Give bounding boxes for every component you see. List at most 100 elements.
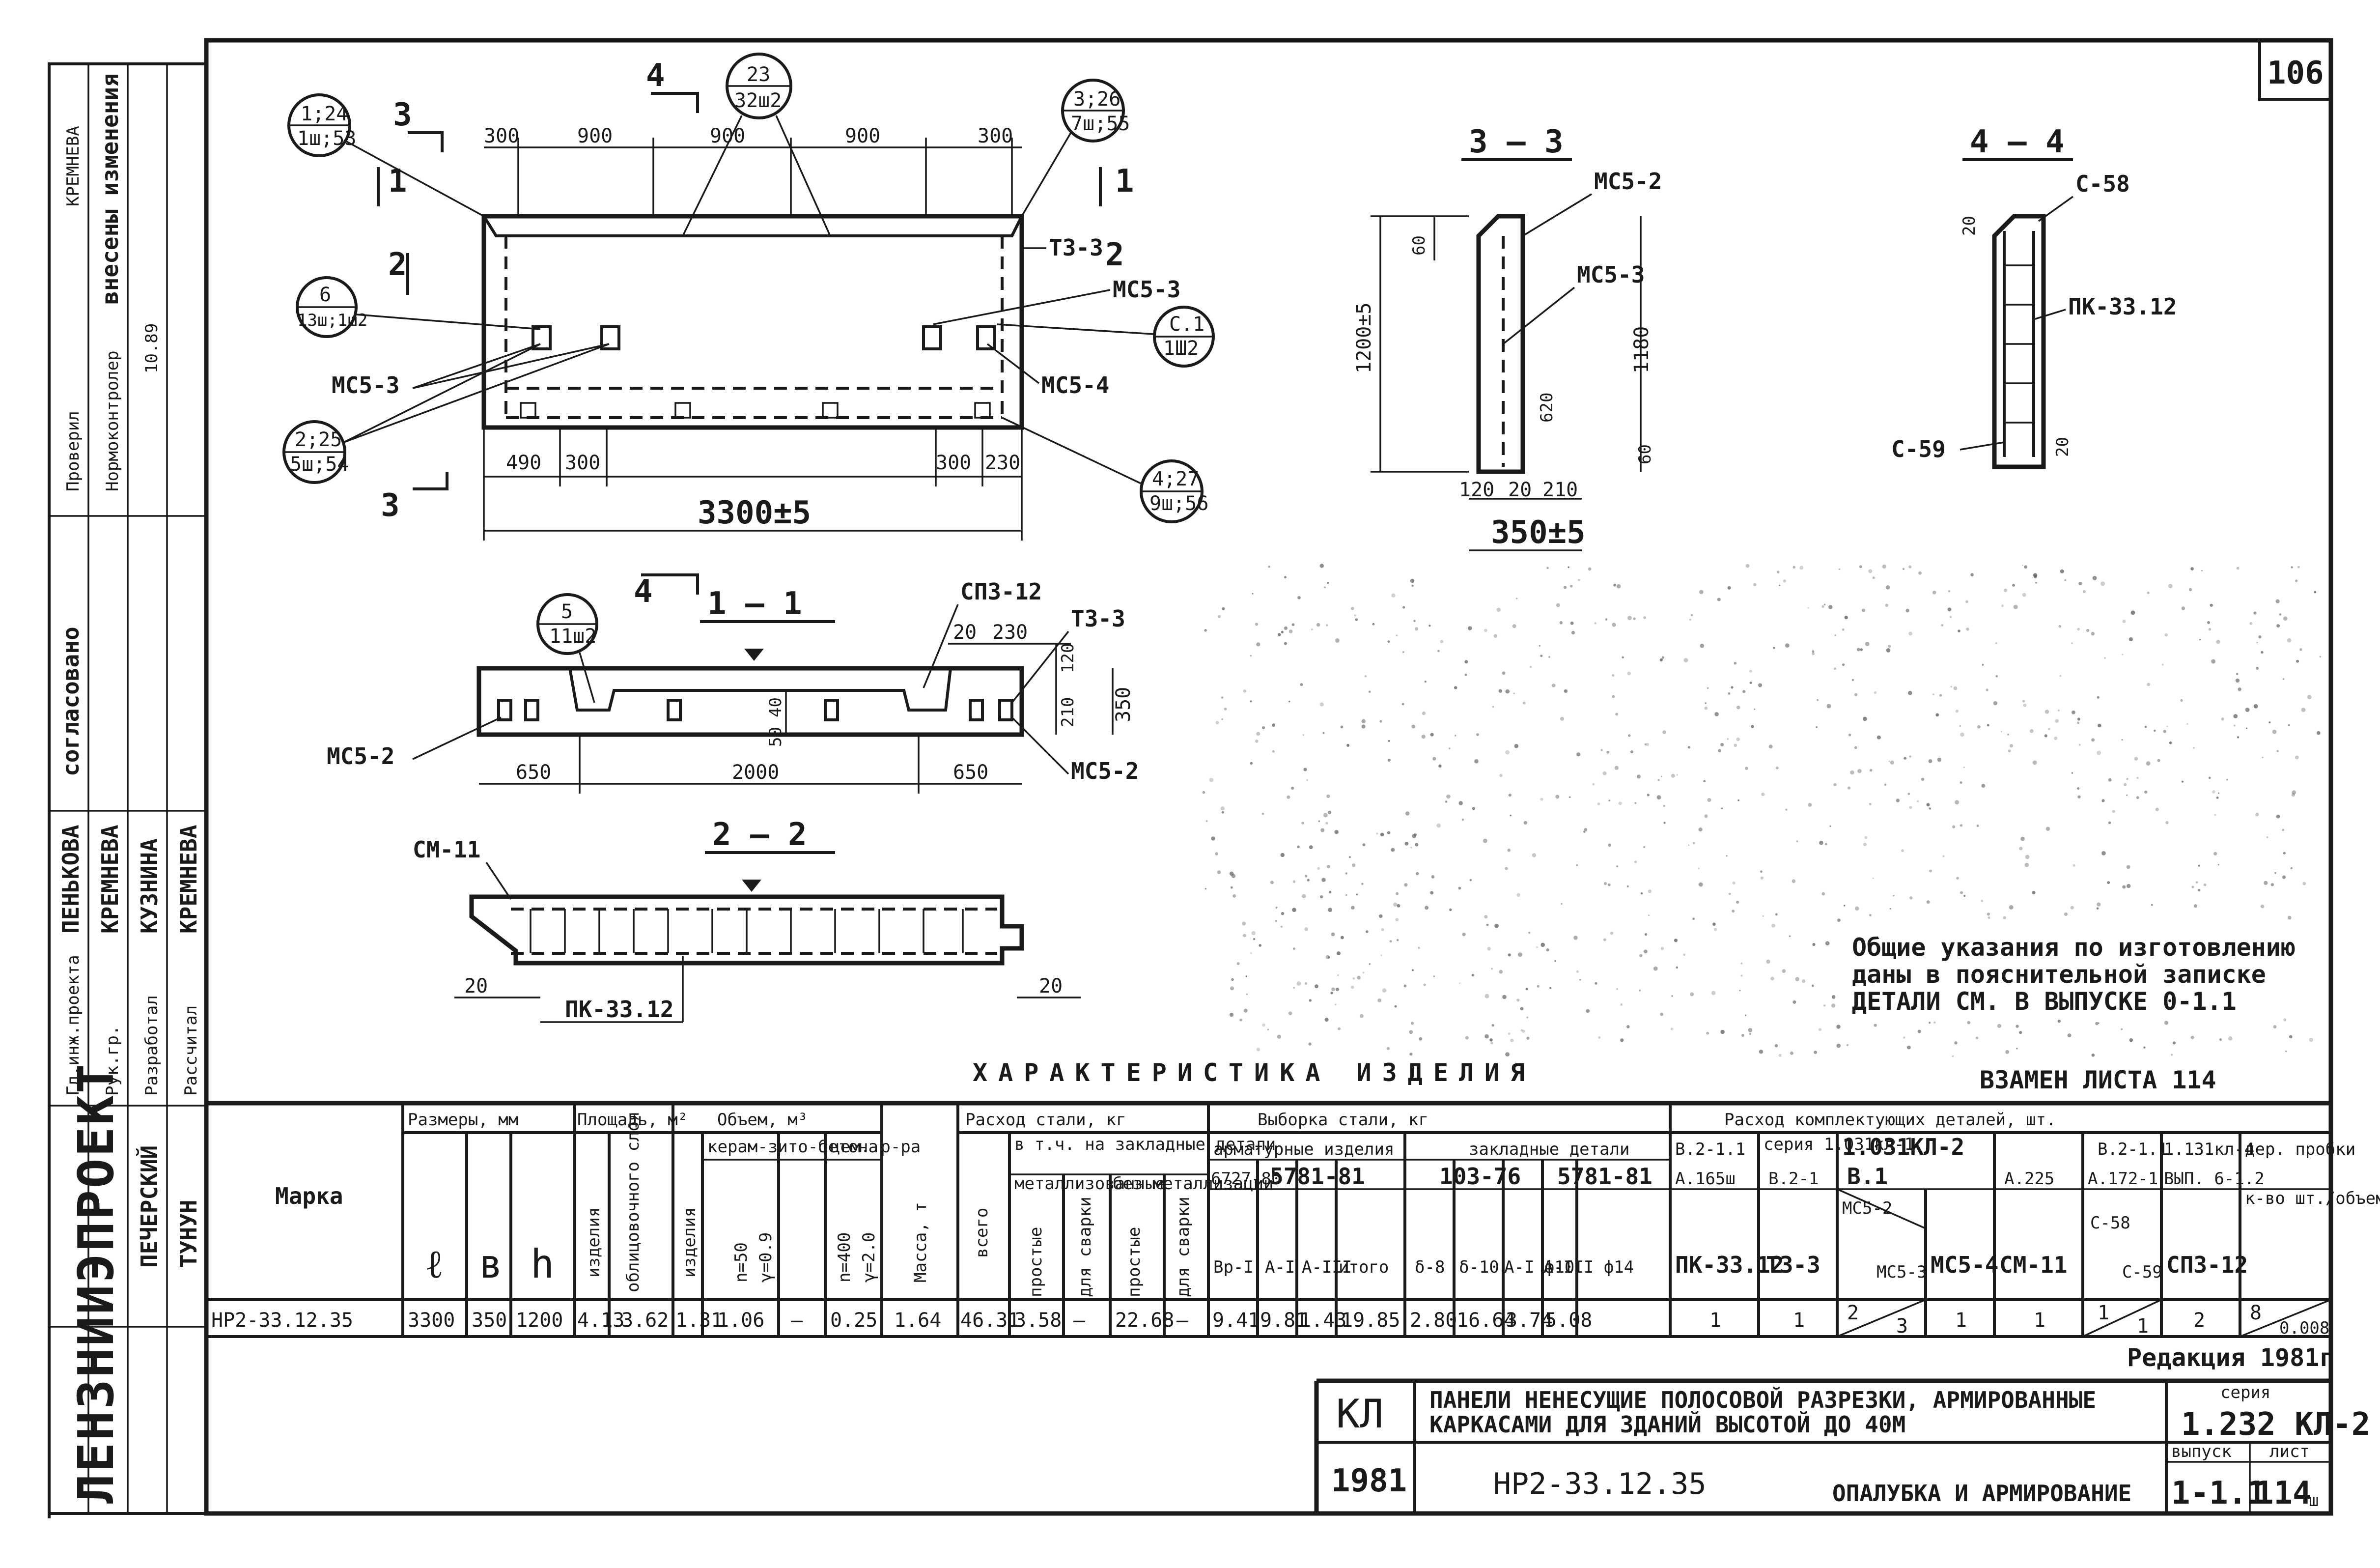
title-sheet-name: ОПАЛУБКА И АРМИРОВАНИЕ [1832,1480,2131,1507]
plan-cut1-right: 1 [1115,163,1134,200]
th-c-spz: СПЗ-12 [2166,1252,2248,1278]
td-pk: 1 [1709,1309,1721,1332]
th-rashod: Расход стали, кг [965,1110,1126,1130]
th-komplekt: Расход комплектующих деталей, шт. [1724,1110,2056,1130]
th-g5781a: 5781-81 [1270,1163,1365,1190]
stamp-name-3: КУЗНИНА [136,838,163,934]
stamp-role-2: Рук.гр. [103,1026,122,1096]
td-itogo: 19.85 [1341,1309,1400,1332]
plan-cut2-right: 2 [1105,237,1124,273]
replace-note: ВЗАМЕН ЛИСТА 114 [1980,1066,2216,1094]
s22-dim-right: 20 [1039,975,1063,998]
th-seria2: 1.031КЛ-2 [1842,1134,1964,1160]
th-c-cm11: СМ-11 [1999,1252,2067,1278]
section-2-2: 2 — 2 СМ-11 20 20 ПК-33.12 [413,817,1081,1023]
svg-text:11ш2: 11ш2 [549,625,596,648]
td-b: 350 [472,1309,507,1332]
s44-dim-top: 20 [1960,216,1979,236]
plan-dim-bot-4: 230 [985,452,1020,474]
s33-dim-b1: 120 [1459,479,1494,501]
svg-text:С.1: С.1 [1169,313,1204,336]
th-s113: 1.131кл-4 [2164,1140,2254,1159]
svg-text:2;25: 2;25 [295,428,342,451]
th-ploshad: Площадь, м² [577,1110,688,1130]
s22-label-pk: ПК-33.12 [565,996,674,1023]
td-t33: 1 [1793,1309,1805,1332]
section11-title: 1 — 1 [707,586,802,622]
td-mc52: 2 [1847,1302,1859,1324]
balloon-5: С.1 1Ш2 [997,306,1215,368]
series-value: 1.232 КЛ-2 [2181,1406,2370,1443]
td-l: 3300 [408,1309,455,1332]
th-n400: n=400 [835,1232,854,1283]
stamp-role-4: Рассчитал [181,1005,201,1096]
title-line2: КАРКАСАМИ ДЛЯ ЗДАНИЙ ВЫСОТОЙ ДО 40М [1429,1411,1905,1438]
stamp-normokontr: Нормоконтролер [103,350,122,491]
s44-dim-bot: 20 [2053,437,2072,457]
td-d8: 2.80 [1410,1309,1457,1332]
panel-outline [481,214,1024,430]
td-a3f14: 5.08 [1545,1309,1592,1332]
td-cm11: 1 [2034,1309,2045,1332]
plan-dim-bot-1: 490 [506,452,541,474]
td-ob-cem: 0.25 [830,1309,877,1332]
section-1-1: 1 — 1 4 650 2000 650 50 40 20 230 120 21… [327,573,1139,794]
th-c-c59: С-59 [2122,1262,2162,1282]
section-3-3: 3 — 3 1200±5 60 1180 620 60 120 20 210 3… [1353,124,1662,551]
svg-text:6: 6 [319,284,331,306]
th-c-mc54: МС5-4 [1931,1252,1998,1278]
sheet-label: лист [2269,1442,2310,1461]
stamp-kremneva-top: КРЕМНЕВА [63,126,83,206]
s11-right-dim-350: 350 [1112,687,1135,722]
th-kvo: к-во шт./объем м³ [2245,1189,2380,1208]
balloon-1: 1;24 1ш;53 [287,93,484,217]
corner-number: 106 [2267,55,2324,91]
th-pl-obl: облицовочного слоя [623,1112,643,1292]
s33-dim-mid: 1180 [1630,326,1653,373]
s33-dim-b3: 210 [1542,479,1578,501]
td-dlya2: — [1176,1309,1189,1332]
s11-label-spz: СПЗ-12 [960,578,1042,605]
td-d10: 16.64 [1456,1309,1515,1332]
s11-right-dim-20: 20 [953,621,977,644]
svg-text:5: 5 [561,600,573,623]
td-spz: 2 [2193,1309,2205,1332]
balloon-6: 2;25 5ш;54 [282,343,610,484]
scan-noise [1202,564,2322,1057]
series-label: серия [2220,1383,2270,1402]
s44-label-pk: ПК-33.12 [2068,293,2177,320]
th-vyborka: Выборка стали, кг [1258,1110,1428,1130]
td-massa: 1.64 [894,1309,941,1332]
th-prost2: простые [1124,1227,1144,1297]
th-g10376: 103-76 [1439,1163,1521,1190]
th-metal: металлизованные [1014,1174,1165,1194]
title-line1: ПАНЕЛИ НЕНЕСУЩИЕ ПОЛОСОВОЙ РАЗРЕЗКИ, АРМ… [1429,1387,2096,1413]
balloon-3: 3;26 7ш;55 [1021,79,1130,217]
plan-label-mc53-left: МС5-3 [332,372,399,399]
th-cem: цем. р-ра [830,1137,921,1157]
th-seria1: серия 1.031кл-1 [1764,1135,1914,1154]
th-bez: без металлизации [1113,1174,1274,1194]
td-pro: 3.58 [1014,1309,1062,1332]
section44-title: 4 — 4 [1970,124,2065,160]
th-gamma2: γ=2.0 [859,1232,879,1283]
th-g5781b: 5781-81 [1557,1163,1652,1190]
s11-label-mc52-right: МС5-2 [1071,758,1139,784]
td-pl-izd: 4.13 [577,1309,624,1332]
th-c-t33: ТЗ-3 [1766,1252,1820,1278]
th-a225: А.225 [2004,1169,2054,1189]
th-massa: Масса, т [911,1202,930,1283]
plan-view: 300 900 900 900 300 490 300 300 230 3300… [282,53,1215,541]
td-ob-dash: — [791,1309,803,1332]
s11-dim-1: 650 [516,761,551,784]
td-der-top: 8 [2250,1302,2262,1324]
td-ob-izd: 1.31 [675,1309,723,1332]
plan-dim-top-5: 300 [978,125,1013,147]
th-dlya-sv2: для сварки [1174,1197,1193,1297]
td-c59: 1 [2137,1315,2149,1338]
th-razmery: Размеры, мм [408,1110,518,1130]
s44-label-c58: С-58 [2075,171,2130,197]
s33-dim-total: 350±5 [1491,514,1586,551]
title-block: Редакция 1981г КЛ 1981 ПАНЕЛИ НЕНЕСУЩИЕ … [1314,1343,2370,1513]
th-v21b: В.2-1 [1768,1169,1819,1189]
